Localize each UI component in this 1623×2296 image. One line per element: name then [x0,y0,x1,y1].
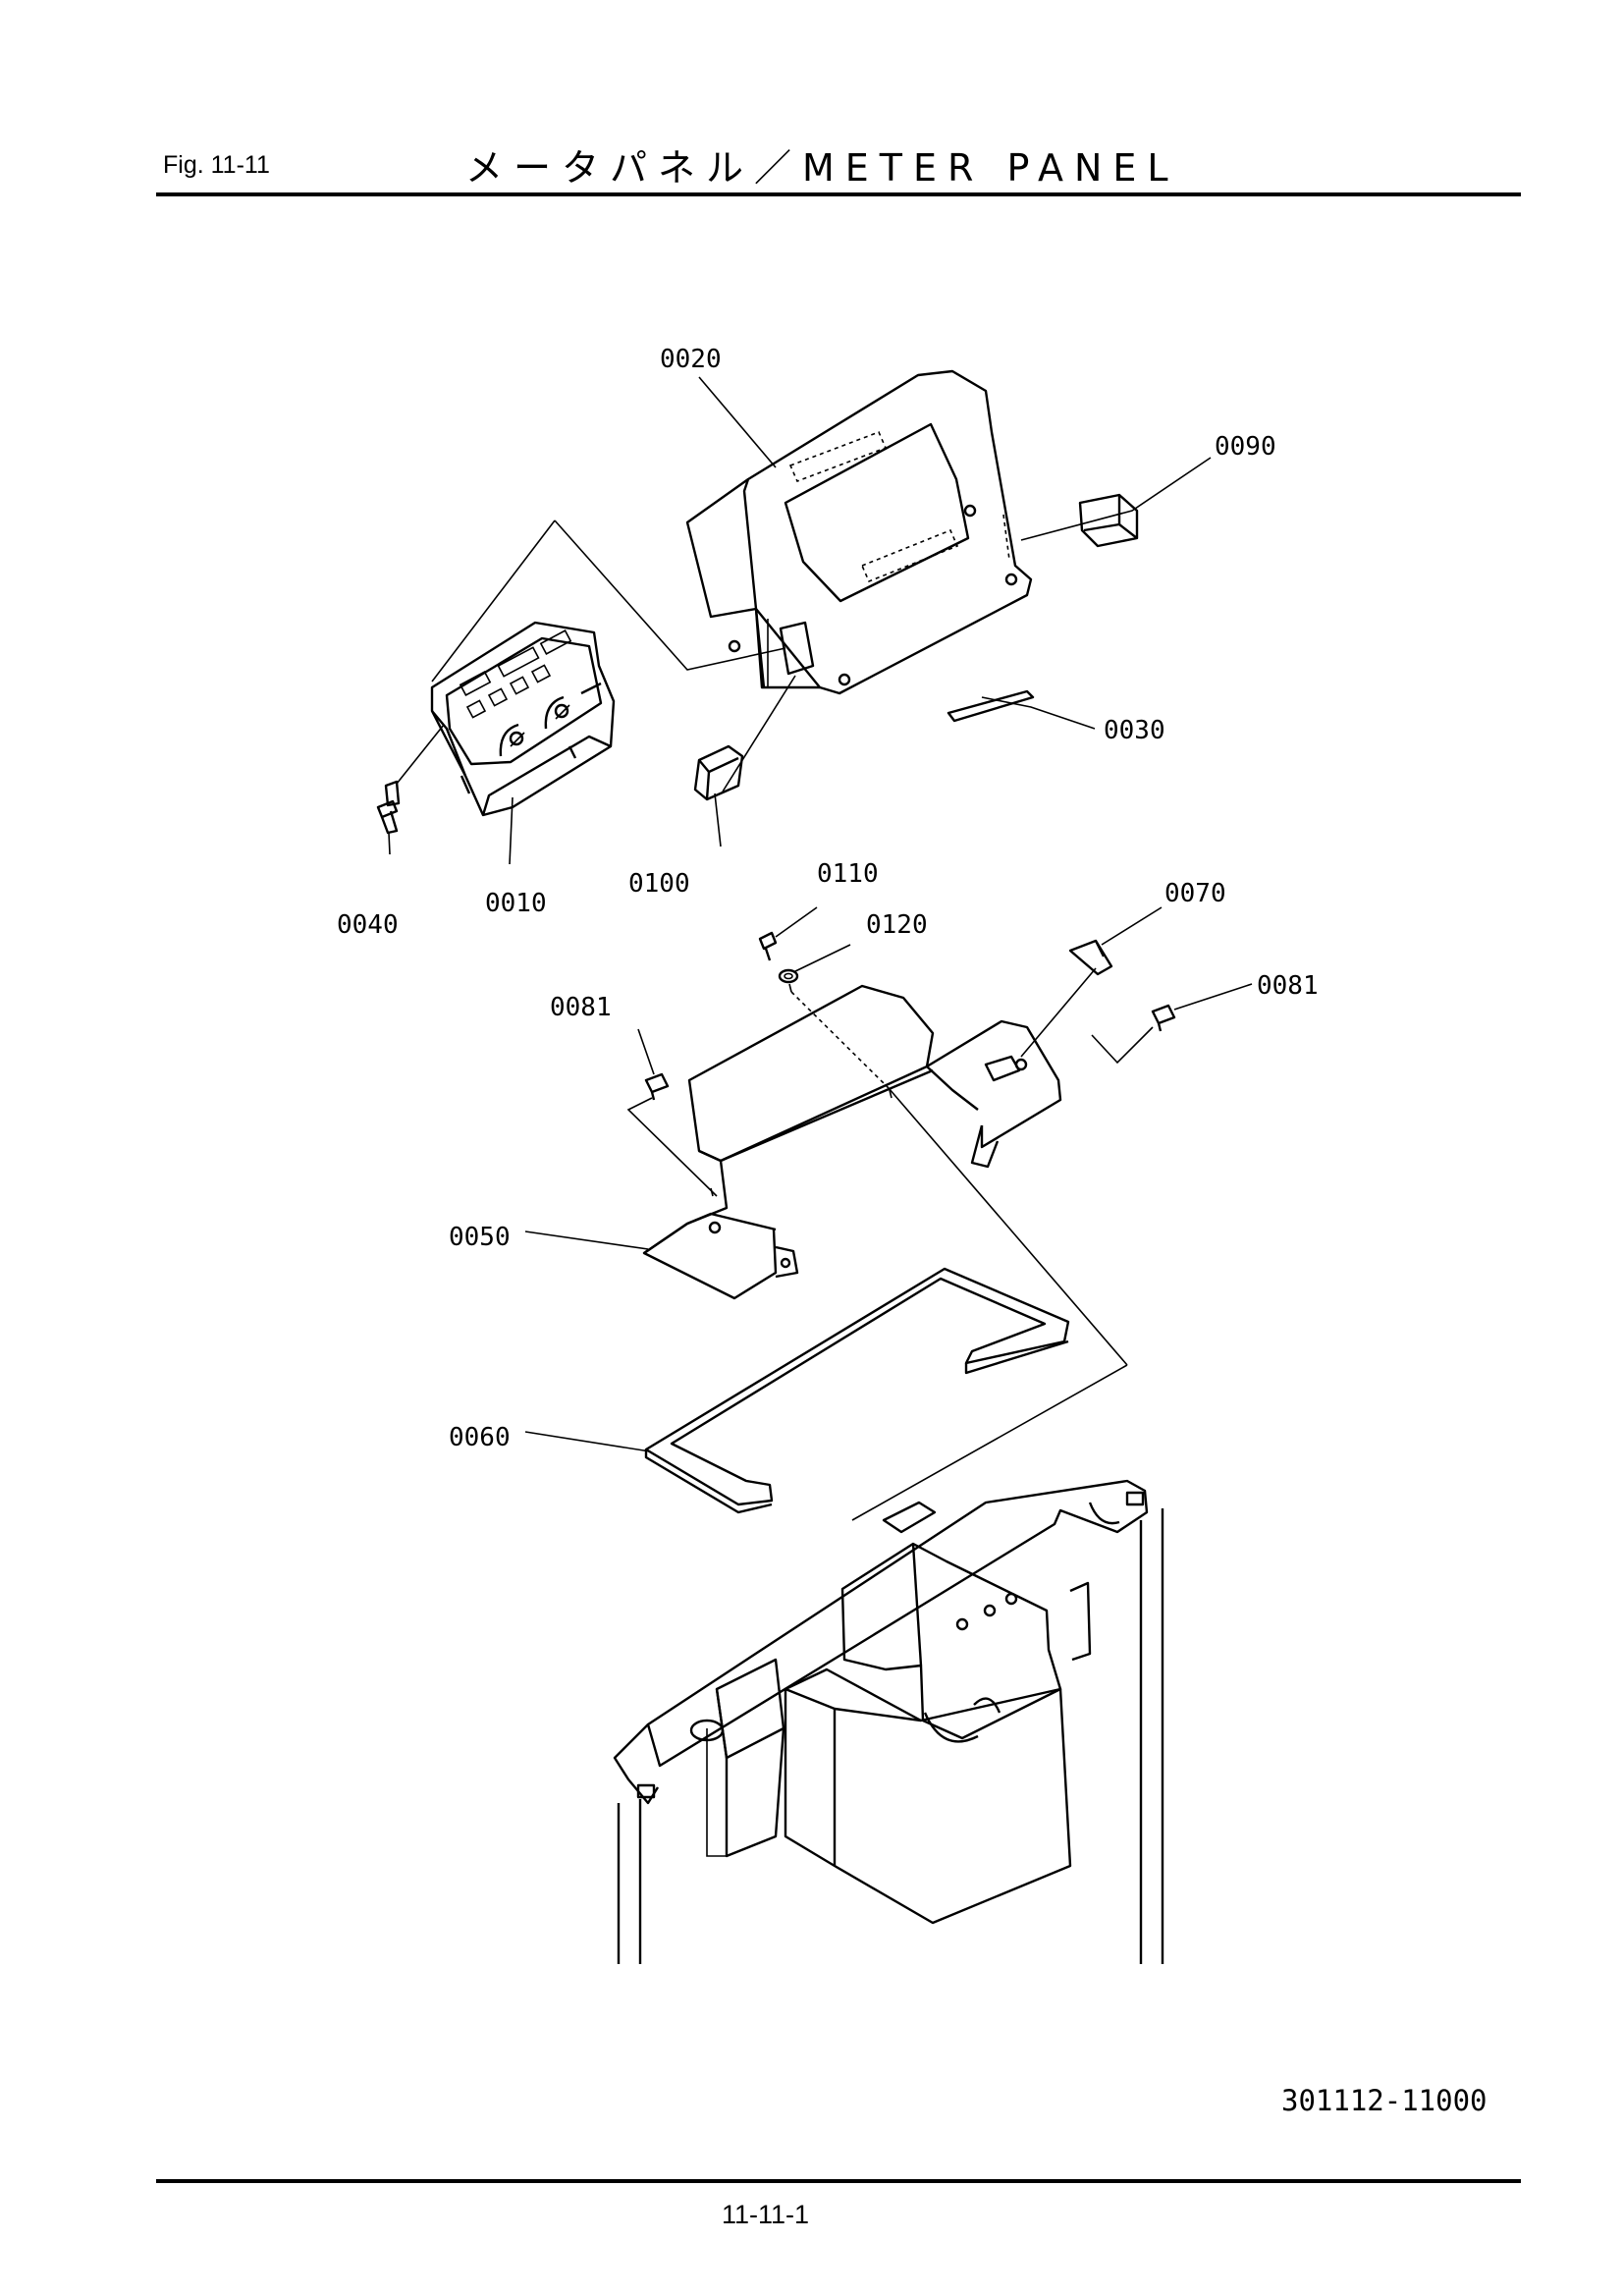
callout-0110: 0110 [817,859,879,889]
leader-lines [388,376,1253,1521]
header-rule [156,192,1521,196]
callout-0081-right: 0081 [1257,971,1319,1001]
callout-0070: 0070 [1164,879,1226,908]
callout-0010: 0010 [485,889,547,918]
callout-0120: 0120 [866,910,928,940]
base-frame-part [613,1479,1164,1964]
callout-0100: 0100 [628,869,690,899]
switch-0100-part [693,744,744,801]
callout-0090: 0090 [1215,432,1276,462]
bolt-0110-part [758,931,778,961]
clip-0070-part [1068,939,1113,976]
page-number: 11-11-1 [722,2200,810,2229]
callout-0050: 0050 [449,1223,511,1252]
cap-0081-left-part [644,1072,670,1101]
figure-number: Fig. 11-11 [163,151,270,179]
callout-0081-left: 0081 [550,993,612,1022]
cap-0081-right-part [1151,1004,1176,1032]
washer-0120-part [778,968,799,984]
drawing-number: 301112-11000 [1281,2084,1488,2117]
callout-0020: 0020 [660,345,722,374]
meter-unit-part [430,621,616,817]
meter-housing-part [685,369,1033,695]
footer-rule [156,2179,1521,2183]
bracket-0050-part [642,984,1062,1300]
switch-0090-part [1078,493,1139,548]
page-title: メータパネル／METER PANEL [465,146,1179,190]
callout-0040: 0040 [337,910,399,940]
strip-0030-part [947,689,1035,723]
screw-0040-part [376,780,401,835]
callout-0030: 0030 [1104,716,1165,745]
callout-0060: 0060 [449,1423,511,1452]
seal-0060-part [644,1267,1070,1514]
